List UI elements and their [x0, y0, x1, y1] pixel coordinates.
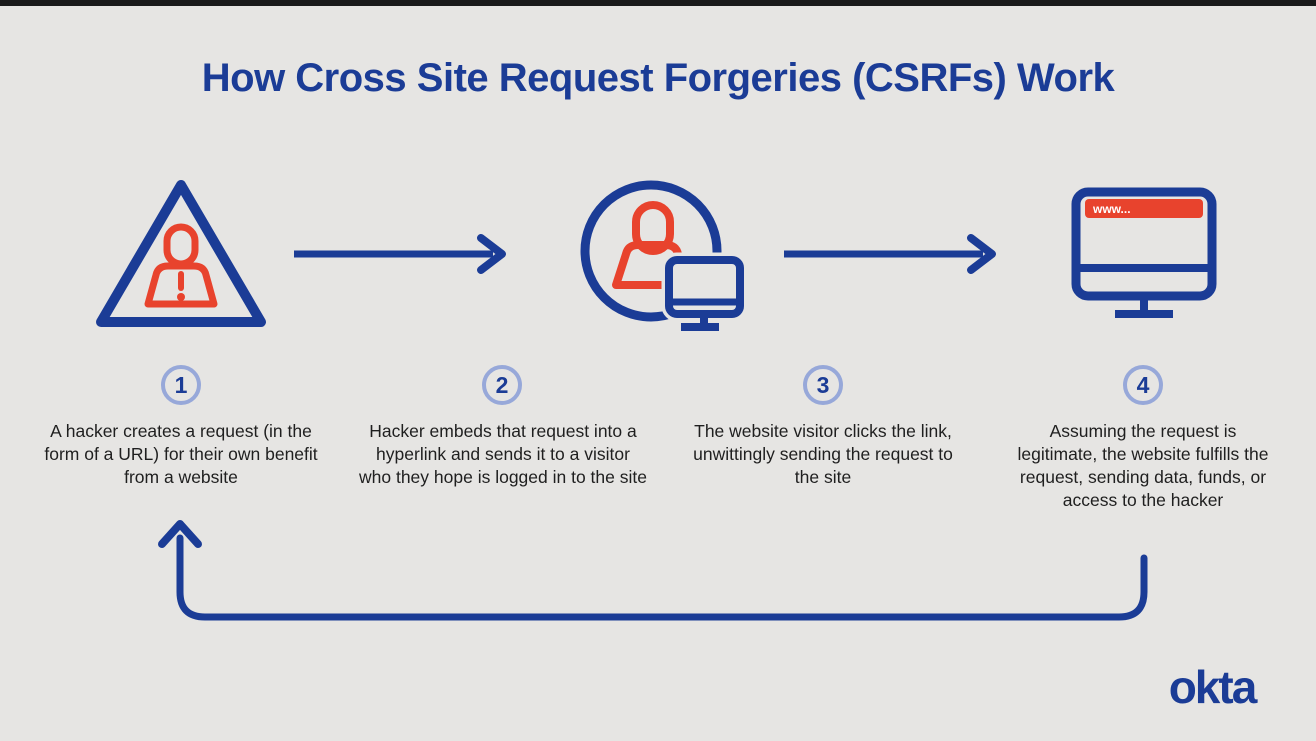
arrow-step2-to-step4-icon: [778, 232, 1000, 281]
visitor-with-monitor-icon: [566, 166, 748, 343]
step-3-number: 3: [816, 371, 830, 398]
step-2-number: 2: [495, 371, 509, 398]
step-1-number: 1: [174, 371, 188, 398]
step-3-description: The website visitor clicks the link, unw…: [693, 421, 953, 487]
website-browser-icon: www...: [1068, 185, 1220, 330]
return-arrow-step4-to-step1-icon: [150, 512, 1160, 635]
hacker-warning-triangle-icon: [92, 176, 270, 337]
top-black-bar: [0, 0, 1316, 6]
step-3-number-badge: 3: [803, 365, 843, 405]
okta-logo: okta: [1168, 661, 1258, 713]
step-1-description: A hacker creates a request (in the form …: [44, 421, 318, 487]
page-title: How Cross Site Request Forgeries (CSRFs)…: [201, 56, 1115, 100]
browser-address-text: www...: [1092, 202, 1131, 216]
step-2-number-badge: 2: [482, 365, 522, 405]
step-4-description: Assuming the request is legitimate, the …: [1017, 421, 1269, 510]
step-2-description: Hacker embeds that request into a hyperl…: [359, 421, 647, 487]
step-1-number-badge: 1: [161, 365, 201, 405]
step-4-number: 4: [1136, 371, 1150, 398]
arrow-step1-to-step2-icon: [288, 232, 510, 281]
step-4-number-badge: 4: [1123, 365, 1163, 405]
